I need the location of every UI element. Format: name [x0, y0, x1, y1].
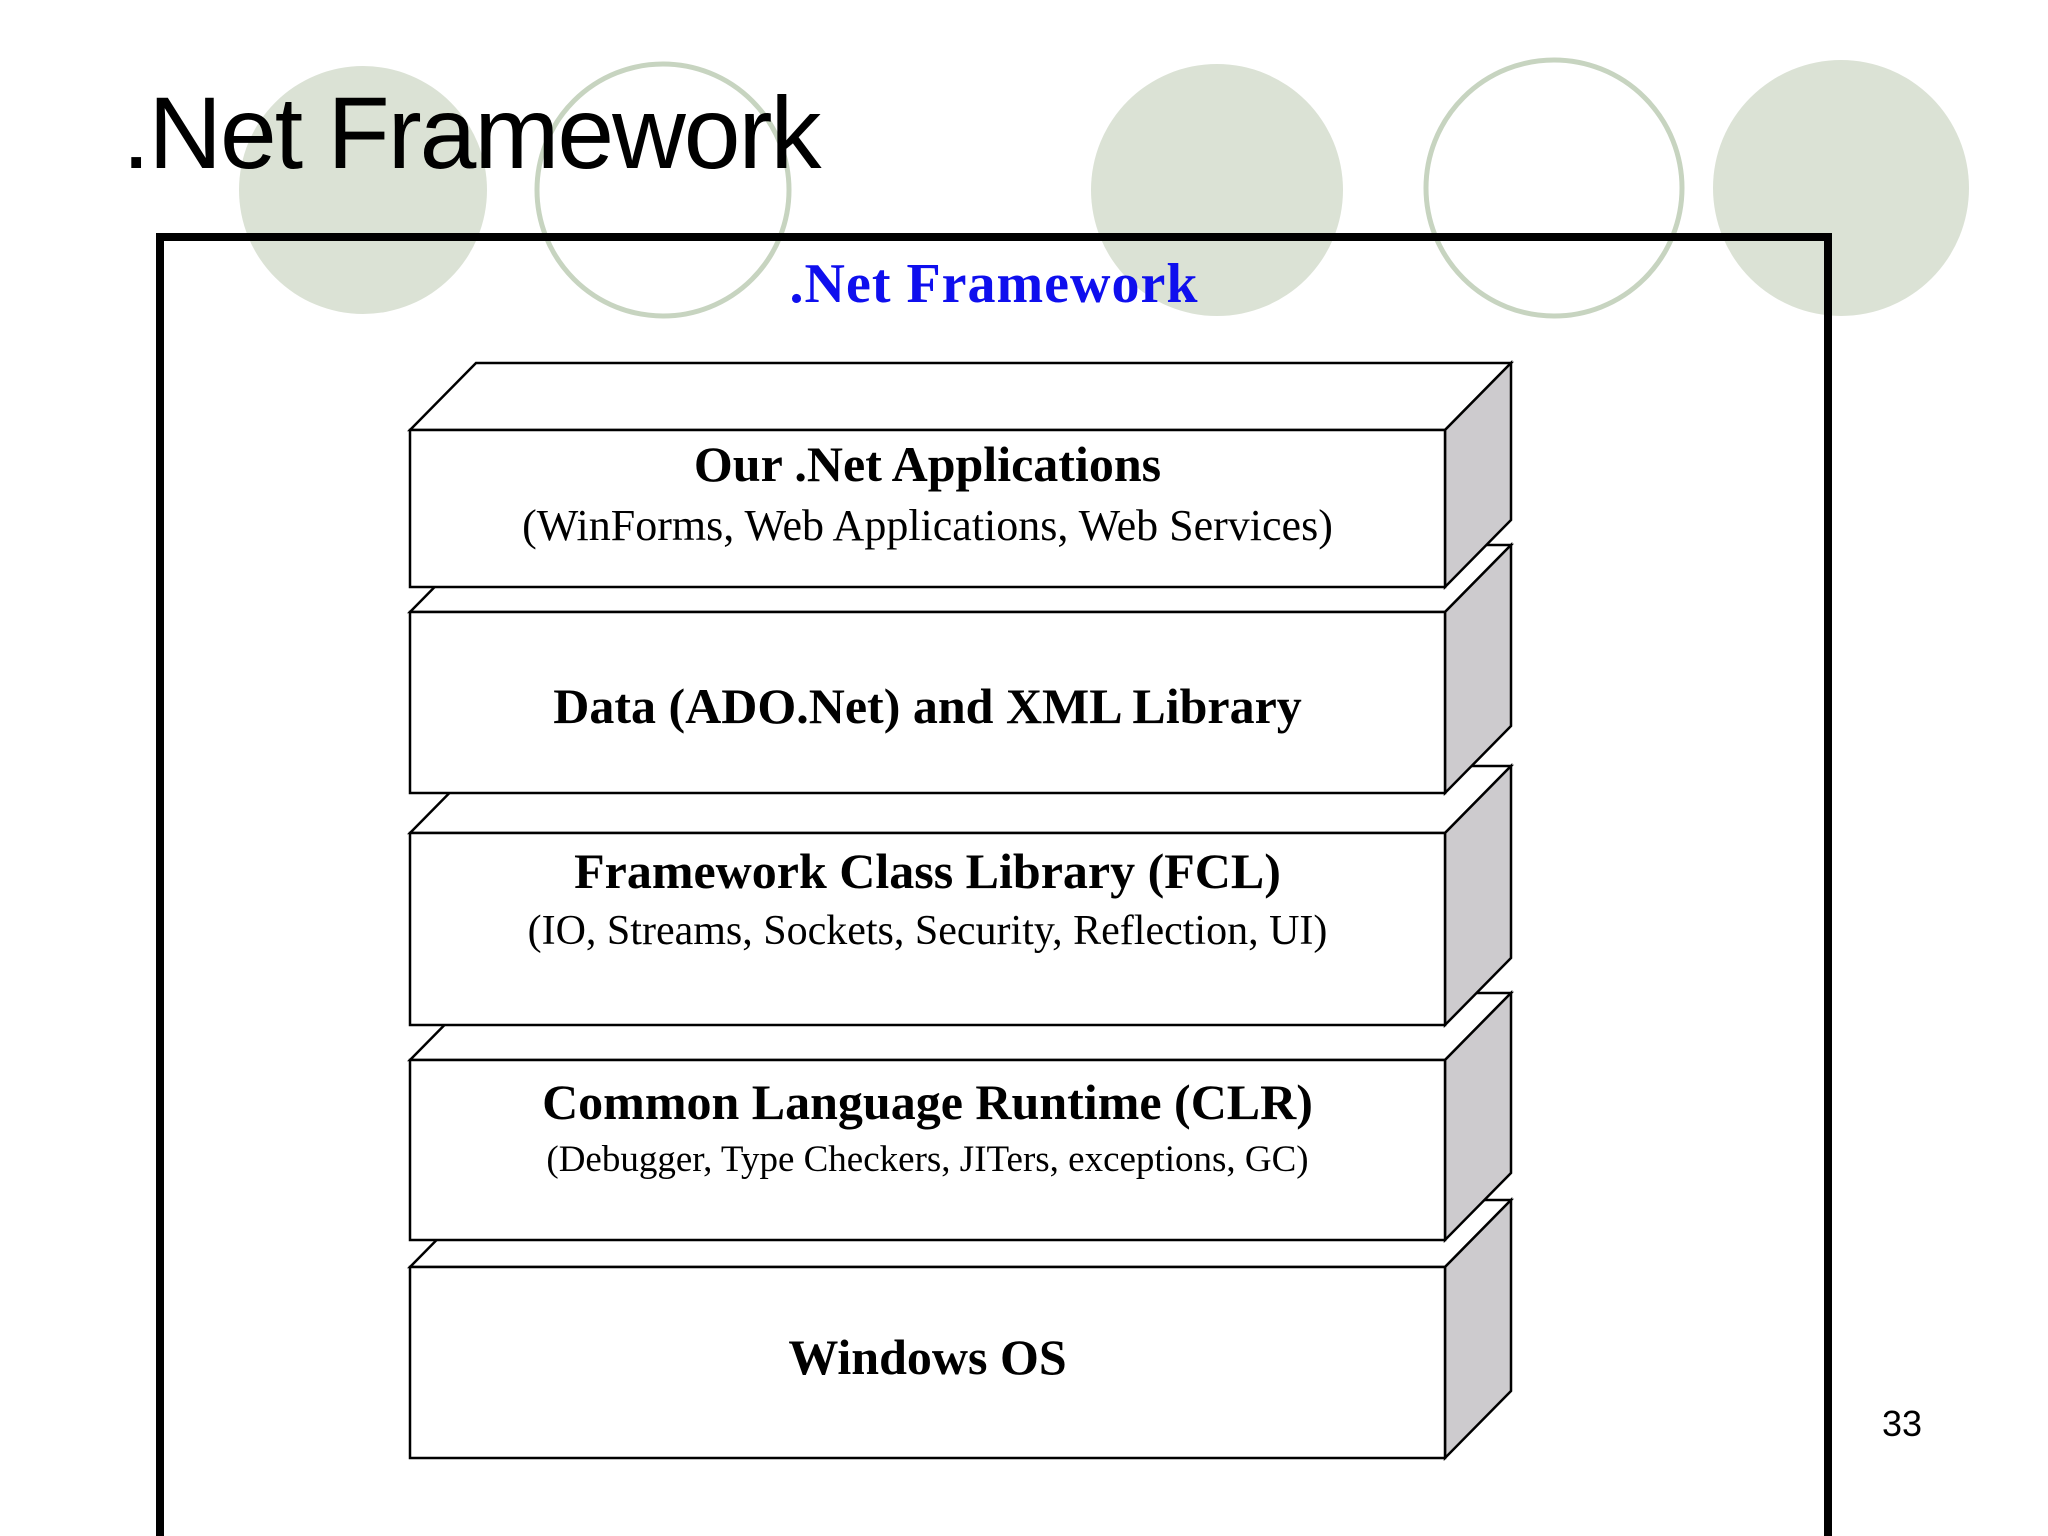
diagram-heading: .Net Framework — [789, 253, 1199, 315]
cube-front-face — [408, 831, 1447, 1027]
cube-applications — [407, 359, 1514, 591]
cube-front-face — [408, 1058, 1447, 1242]
decor-circle-outlined-2 — [1423, 57, 1685, 319]
decor-circle-filled-2 — [1091, 64, 1343, 316]
decor-circle-filled-1 — [239, 66, 487, 314]
layer-subtitle: (Debugger, Type Checkers, JITers, except… — [546, 1139, 1309, 1181]
layer-title: Framework Class Library (FCL) — [574, 842, 1281, 899]
layer-1-label: Our .Net Applications (WinForms, Web App… — [410, 430, 1445, 587]
page-number: 33 — [1882, 1403, 1923, 1444]
cube-front-face — [408, 428, 1447, 589]
layer-subtitle: (IO, Streams, Sockets, Security, Reflect… — [527, 907, 1328, 954]
diagram-frame — [156, 233, 1832, 1536]
layer-title: Data (ADO.Net) and XML Library — [553, 678, 1302, 734]
slide-title: .Net Framework — [122, 76, 821, 190]
layer-2-label: Data (ADO.Net) and XML Library — [410, 612, 1445, 793]
cube-front-face — [408, 1265, 1447, 1460]
cube-top-face — [407, 361, 1514, 432]
decor-circle-outlined-1 — [534, 61, 792, 319]
layer-title: Common Language Runtime (CLR) — [542, 1074, 1313, 1131]
layer-5-label: Windows OS — [410, 1267, 1445, 1458]
layer-4-label: Common Language Runtime (CLR) (Debugger,… — [410, 1060, 1445, 1240]
decor-circle-filled-3 — [1713, 60, 1969, 316]
layer-subtitle: (WinForms, Web Applications, Web Service… — [522, 500, 1333, 550]
layer-3-label: Framework Class Library (FCL) (IO, Strea… — [410, 833, 1445, 1025]
layer-title: Windows OS — [788, 1329, 1067, 1385]
layer-title: Our .Net Applications — [693, 435, 1162, 492]
cube-front-face — [408, 610, 1447, 795]
